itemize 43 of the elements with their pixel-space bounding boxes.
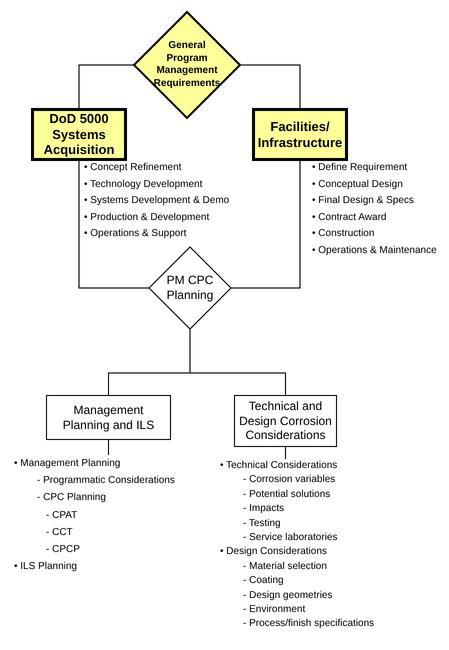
list-item: - Service laboratories: [243, 531, 338, 545]
list-item: • Technology Development: [84, 178, 202, 192]
process-box: DoD 5000 Systems Acquisition: [31, 108, 127, 161]
connector-line: [190, 328, 286, 396]
process-box: Facilities/ Infrastructure: [252, 108, 348, 161]
list-item: • Systems Development & Demo: [84, 194, 230, 208]
list-item: - Design geometries: [243, 588, 332, 603]
connector-line: [285, 446, 286, 460]
process-box: Management Planning and ILS: [46, 395, 171, 440]
list-item: • Contract Award: [312, 210, 386, 225]
list-item: • Conceptual Design: [312, 178, 403, 192]
list-item: • Concept Refinement: [84, 161, 182, 175]
list-item: - Environment: [243, 603, 306, 617]
list-item: - Programmatic Considerations: [37, 474, 175, 488]
list-item: • Define Requirement: [312, 161, 408, 175]
list-item: - CCT: [46, 526, 73, 540]
list-item: • Production & Development: [84, 210, 210, 225]
list-item: • Final Design & Specs: [312, 194, 414, 208]
list-item: - CPAT: [46, 508, 78, 523]
connector-line: [78, 64, 134, 108]
list-item: - Material selection: [243, 560, 327, 574]
list-item: - Potential solutions: [243, 488, 330, 502]
list-item: - Coating: [243, 574, 284, 588]
list-item: • Design Considerations: [220, 545, 327, 560]
process-box: Technical and Design Corrosion Considerations: [234, 395, 337, 447]
connector-line: [108, 440, 109, 456]
list-item: - Corrosion variables: [243, 473, 336, 488]
list-item: • Construction: [312, 227, 374, 242]
list-item: • Operations & Maintenance: [312, 244, 437, 258]
connector-line: [78, 160, 150, 288]
connector-line: [240, 64, 300, 108]
list-item: - Process/finish specifications: [243, 617, 374, 632]
list-item: • Operations & Support: [84, 227, 186, 242]
diamond-label: PM CPC Planning: [166, 273, 214, 303]
list-item: • Technical Considerations: [220, 459, 338, 473]
list-item: • Management Planning: [14, 457, 120, 471]
list-item: - Testing: [243, 516, 281, 531]
connector-line: [230, 160, 300, 288]
list-item: - CPC Planning: [37, 491, 106, 506]
list-item: - Impacts: [243, 502, 284, 516]
diamond-label: General Program Management Requirements: [152, 40, 222, 90]
list-item: • ILS Planning: [14, 560, 77, 574]
list-item: - CPCP: [46, 543, 80, 557]
